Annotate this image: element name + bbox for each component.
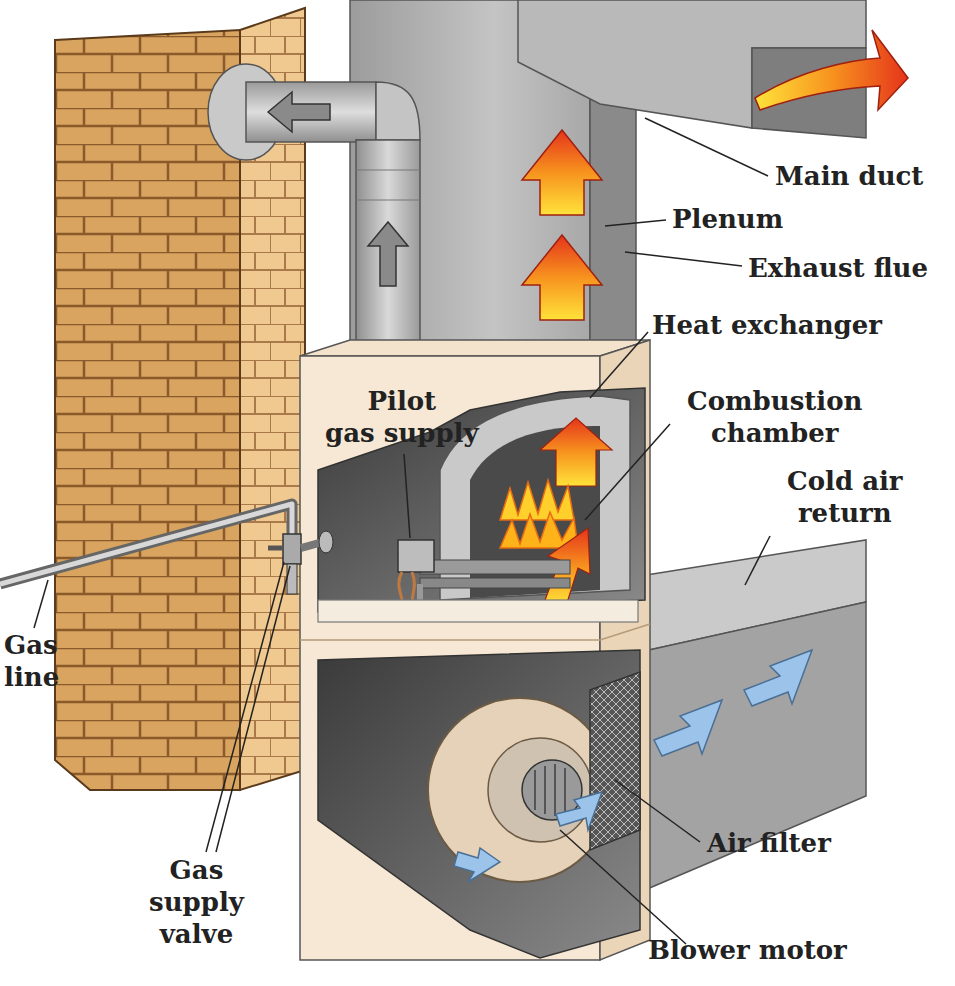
duct-label: Main duct [775, 160, 923, 192]
gas-line-label: Gas line [4, 629, 59, 693]
blower-label: Blower motor [648, 934, 847, 966]
return-label: Cold air return [787, 465, 903, 529]
valve-label: Gas supply valve [149, 854, 244, 950]
plenum-label: Plenum [672, 203, 783, 235]
combustion-label: Combustion chamber [687, 385, 862, 449]
heat-exchanger-label: Heat exchanger [652, 309, 882, 341]
filter-label: Air filter [707, 827, 831, 859]
pilot-label: Pilot gas supply [325, 385, 479, 449]
flue-label: Exhaust flue [748, 252, 928, 284]
